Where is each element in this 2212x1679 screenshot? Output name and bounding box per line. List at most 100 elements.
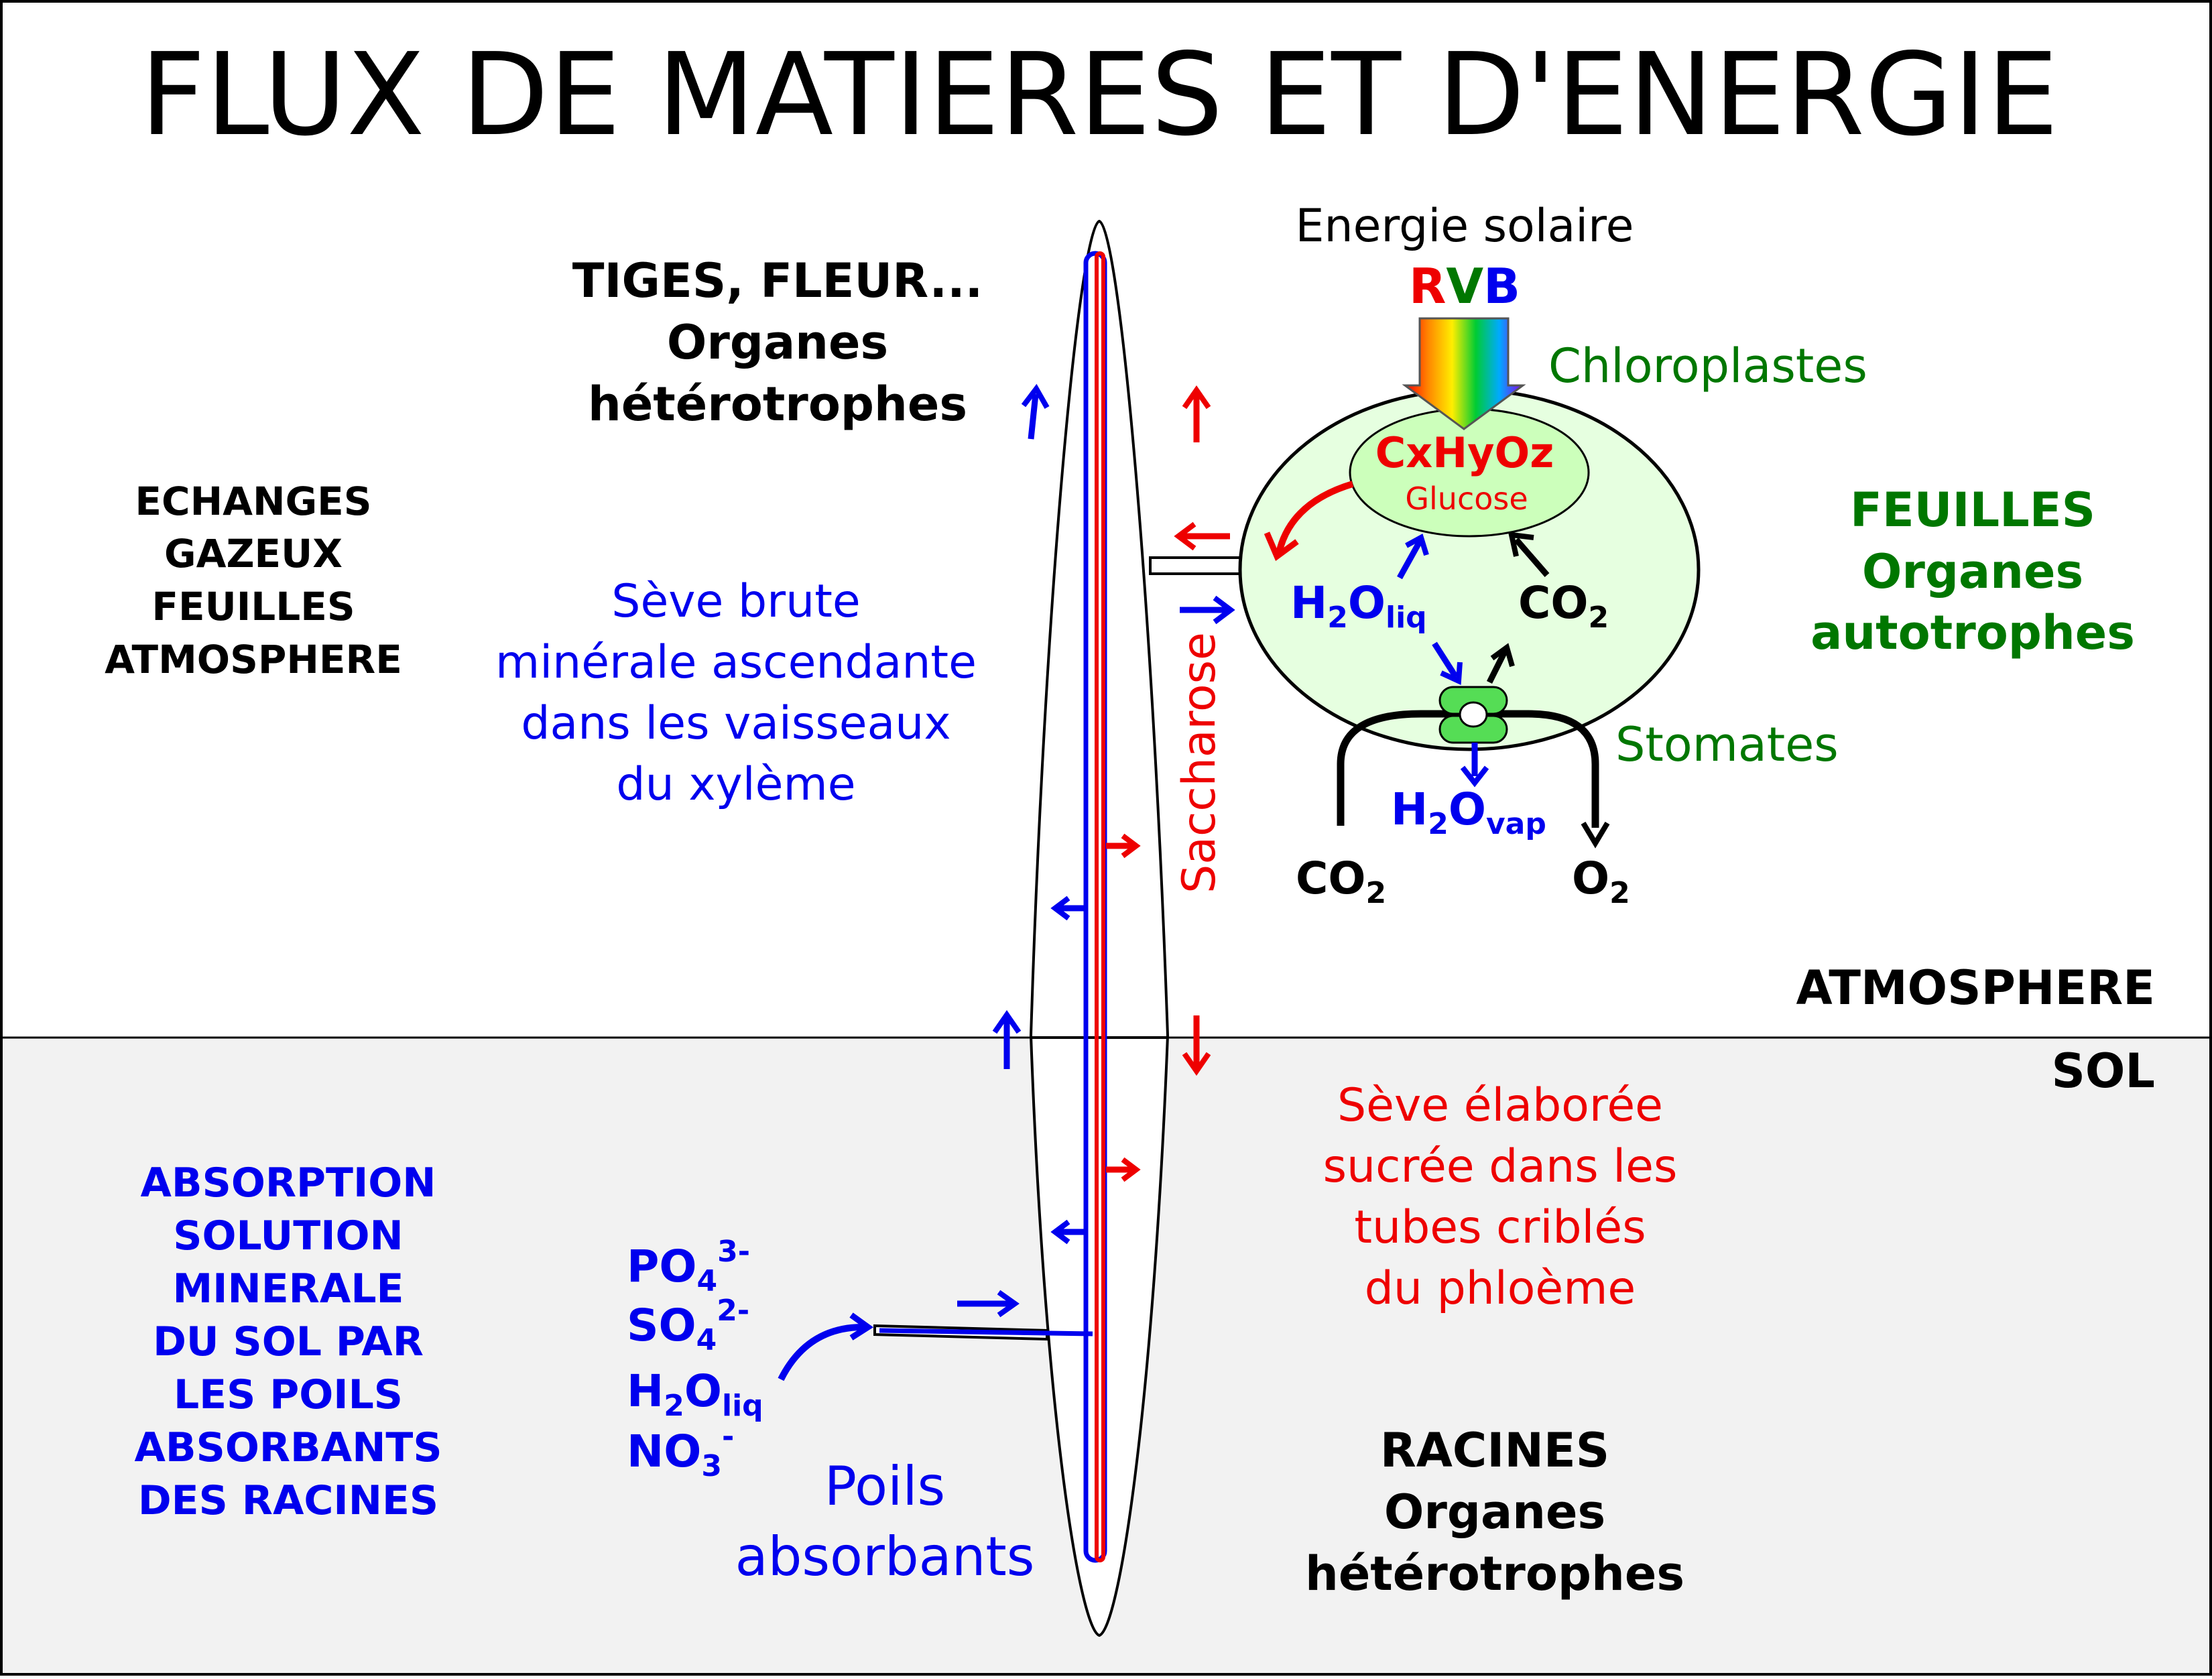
leaf-h2o-o: O bbox=[1348, 577, 1386, 629]
xylem-out-arrow-2-icon bbox=[1050, 1219, 1070, 1245]
xylem-text-line-3: dans les vaisseaux bbox=[521, 697, 950, 750]
leaf-h2o-sub: 2 bbox=[1327, 601, 1348, 635]
solar-energy-label: Energie solaire bbox=[1296, 200, 1634, 253]
ion-so4-main: SO bbox=[627, 1300, 696, 1351]
absorption-line-5: LES POILS bbox=[174, 1371, 403, 1418]
ion-no3-main: NO bbox=[627, 1426, 701, 1477]
xylem-up-arrow-top bbox=[1028, 393, 1039, 440]
gas-exchange-line-2: GAZEUX bbox=[164, 531, 343, 576]
absorption-line-4: DU SOL PAR bbox=[153, 1318, 424, 1365]
xylem-text-line-1: Sève brute bbox=[611, 575, 860, 628]
glucose-formula: CxHyOz bbox=[1375, 428, 1554, 477]
ion-h2o-liq: liq bbox=[722, 1389, 763, 1423]
absorption-arrow bbox=[778, 1323, 867, 1381]
saccharose-label: Saccharose bbox=[1173, 632, 1226, 893]
roots-type: hétérotrophes bbox=[1305, 1546, 1684, 1601]
xylem-out-arrow-1-icon bbox=[1050, 895, 1070, 921]
vapour-out-arrow-icon bbox=[1460, 765, 1489, 788]
absorption-line-7: DES RACINES bbox=[138, 1477, 438, 1524]
stomate-pore bbox=[1459, 701, 1488, 728]
leaf-co2: CO2 bbox=[1518, 577, 1609, 635]
sap-to-stem-arrow-icon bbox=[1174, 521, 1196, 551]
root-hair-to-stem-arrow-icon bbox=[997, 1290, 1020, 1318]
phloem-out-arrow-2-icon bbox=[1121, 1157, 1141, 1182]
phloem-up-arrow-top-icon bbox=[1182, 385, 1211, 410]
stomata-h2o-vap: H2Ovap bbox=[1391, 784, 1546, 841]
ion-no3-sub: 3 bbox=[701, 1449, 722, 1483]
phloem-text-line-1: Sève élaborée bbox=[1337, 1079, 1663, 1132]
h2o-to-stomata-arrow bbox=[1432, 641, 1459, 679]
phloem-text-line-3: tubes criblés bbox=[1354, 1201, 1646, 1254]
co2-into-leaf-arrow bbox=[1486, 649, 1508, 684]
h2o-to-chloroplast-arrow-icon bbox=[1405, 534, 1429, 556]
vap-o: O bbox=[1449, 784, 1486, 835]
water-to-leaf-arrow-icon bbox=[1213, 595, 1235, 625]
leaf-h2o-liq: H2Oliq bbox=[1290, 577, 1427, 635]
gas-exchange-path bbox=[1337, 710, 1599, 828]
ion-so4-sub: 4 bbox=[696, 1323, 717, 1357]
glucose-export-arrow bbox=[1276, 481, 1354, 554]
ion-so4: SO42- bbox=[627, 1294, 749, 1357]
o2-out-arrow-icon bbox=[1581, 821, 1610, 849]
absorption-line-3: MINERALE bbox=[172, 1265, 404, 1312]
stems-subtitle: Organes bbox=[667, 315, 888, 370]
xylem-text-line-4: du xylème bbox=[616, 758, 855, 811]
stomata-co2: CO2 bbox=[1296, 853, 1386, 910]
root-hair-xylem-line bbox=[879, 1328, 1093, 1336]
phloem-down-arrow-ground-icon bbox=[1182, 1052, 1211, 1076]
vap-sub: vap bbox=[1486, 807, 1546, 841]
gas-exchange-line-1: ECHANGES bbox=[135, 479, 371, 524]
root-hairs-line-2: absorbants bbox=[735, 1526, 1035, 1588]
ion-po4-sub: 4 bbox=[696, 1264, 717, 1298]
stems-type: hétérotrophes bbox=[588, 377, 967, 432]
leaf-co2-main: CO bbox=[1518, 577, 1589, 629]
phloem-out-arrow-1-icon bbox=[1121, 833, 1141, 859]
stomata-o2-sub: 2 bbox=[1609, 876, 1630, 910]
vap-sub2: 2 bbox=[1428, 807, 1449, 841]
absorption-line-1: ABSORPTION bbox=[140, 1160, 436, 1206]
h2o-to-chloroplast-arrow bbox=[1397, 540, 1422, 580]
ion-po4: PO43- bbox=[627, 1235, 750, 1298]
petiole bbox=[1149, 556, 1241, 575]
rgb-r: R bbox=[1409, 258, 1446, 314]
plant-stem-root bbox=[1029, 219, 1170, 1637]
root-hairs-line-1: Poils bbox=[824, 1455, 945, 1517]
absorption-arrow-icon bbox=[849, 1312, 874, 1341]
ion-no3-sup: - bbox=[722, 1420, 734, 1454]
leaves-type: autotrophes bbox=[1810, 605, 2135, 660]
xylem-up-arrow-top-icon bbox=[1021, 383, 1050, 409]
glucose-label: Glucose bbox=[1405, 481, 1528, 517]
gas-exchange-line-3: FEUILLES bbox=[151, 584, 355, 629]
ion-so4-sup: 2- bbox=[717, 1294, 749, 1328]
leaf-h2o-h: H bbox=[1290, 577, 1327, 629]
ion-po4-sup: 3- bbox=[717, 1235, 750, 1269]
chloroplast-label: Chloroplastes bbox=[1548, 338, 1867, 393]
ion-h2o: H2Oliq bbox=[627, 1365, 763, 1423]
rgb-v: V bbox=[1446, 258, 1483, 314]
ion-h2o-h: H bbox=[627, 1365, 664, 1417]
ion-no3: NO3- bbox=[627, 1420, 734, 1483]
leaf-co2-sub: 2 bbox=[1589, 601, 1609, 635]
rgb-b: B bbox=[1483, 258, 1520, 314]
stomata-o2: O2 bbox=[1572, 853, 1630, 910]
co2-to-chloroplast-arrow bbox=[1514, 538, 1550, 577]
phloem-text-line-4: du phloème bbox=[1365, 1262, 1636, 1315]
co2-into-leaf-arrow-icon bbox=[1490, 643, 1515, 668]
stomata-label: Stomates bbox=[1615, 717, 1839, 772]
phloem-vessel bbox=[1095, 251, 1105, 1562]
absorption-line-2: SOLUTION bbox=[173, 1212, 404, 1259]
xylem-text-line-2: minérale ascendante bbox=[495, 636, 977, 689]
leaf-h2o-liq-sub: liq bbox=[1386, 601, 1427, 635]
leaves-title: FEUILLES bbox=[1850, 483, 2095, 538]
stems-title: TIGES, FLEUR... bbox=[572, 253, 983, 308]
page-title: FLUX DE MATIERES ET D'ENERGIE bbox=[140, 29, 2059, 162]
h2o-to-stomata-arrow-icon bbox=[1440, 662, 1463, 686]
vap-h: H bbox=[1391, 784, 1428, 835]
atmosphere-label: ATMOSPHERE bbox=[1796, 960, 2156, 1015]
ion-po4-main: PO bbox=[627, 1241, 696, 1292]
stomata-co2-sub: 2 bbox=[1366, 876, 1387, 910]
ion-h2o-o: O bbox=[684, 1365, 722, 1417]
